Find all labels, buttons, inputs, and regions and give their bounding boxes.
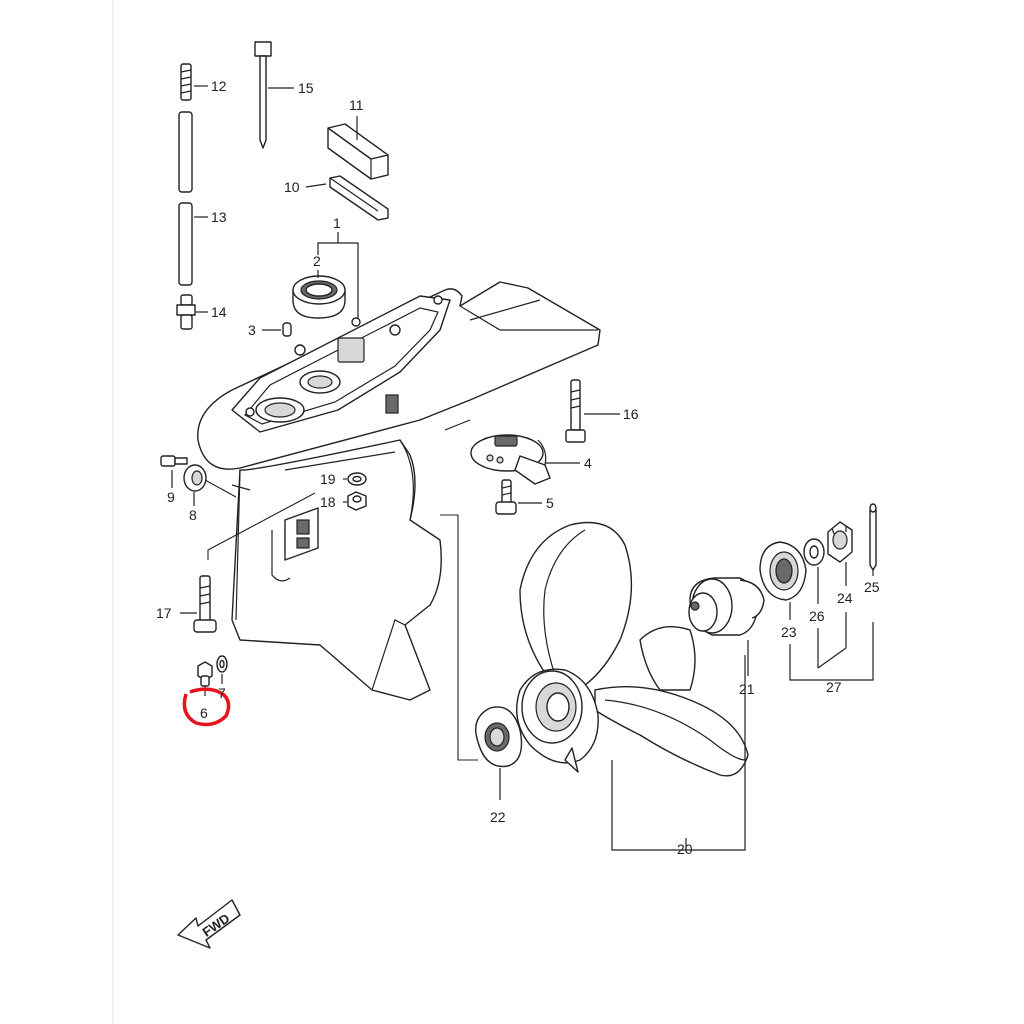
- part-14-fitting: [176, 294, 196, 330]
- part-11-block: [327, 123, 389, 180]
- part-7-washer: [216, 655, 228, 673]
- guide-22: [440, 514, 478, 761]
- part-19-washer: [347, 472, 367, 486]
- part-12-pin: [180, 63, 192, 101]
- callout-18: 18: [320, 494, 336, 510]
- callout-21: 21: [739, 681, 755, 697]
- part-25-cotter-pin: [869, 503, 877, 571]
- part-18-nut: [347, 491, 367, 511]
- part-5-bolt: [495, 479, 517, 515]
- part-17-bolt: [193, 575, 217, 633]
- part-15-rod: [254, 41, 272, 149]
- callout-13: 13: [211, 209, 227, 225]
- gear-case-housing: [197, 281, 601, 701]
- part-24-nut: [827, 521, 853, 563]
- callout-12: 12: [211, 78, 227, 94]
- callout-10: 10: [284, 179, 300, 195]
- guide-17: [207, 492, 316, 560]
- callout-26: 26: [809, 608, 825, 624]
- part-23-spacer: [759, 541, 807, 601]
- callout-6: 6: [200, 705, 208, 721]
- callout-22: 22: [490, 809, 506, 825]
- callout-19: 19: [320, 471, 336, 487]
- guide-16: [444, 419, 471, 431]
- part-20-propeller: [516, 521, 749, 777]
- leader-10: [305, 183, 327, 188]
- part-26-washer: [803, 538, 825, 566]
- callout-2: 2: [313, 253, 321, 269]
- callout-7: 7: [218, 685, 226, 701]
- callout-4: 4: [584, 455, 592, 471]
- callout-11: 11: [349, 97, 364, 113]
- part-22-thrust-washer: [475, 706, 523, 768]
- part-4-trim-tab: [470, 434, 551, 485]
- callout-9: 9: [167, 489, 175, 505]
- callout-27: 27: [826, 679, 842, 695]
- callout-23: 23: [781, 624, 797, 640]
- part-8-grommet: [183, 464, 207, 492]
- part-6-screw: [197, 661, 213, 687]
- leader-27: [789, 622, 874, 681]
- callout-14: 14: [211, 304, 227, 320]
- leader-20: [611, 655, 746, 851]
- part-3-dowel: [282, 322, 292, 337]
- callout-3: 3: [248, 322, 256, 338]
- part-16-bolt: [565, 379, 586, 443]
- callout-1: 1: [333, 215, 341, 231]
- part-10-strip: [329, 175, 389, 221]
- callout-8: 8: [189, 507, 197, 523]
- callout-17: 17: [156, 605, 172, 621]
- guide-8: [204, 479, 237, 498]
- highlight-circle: [182, 687, 231, 727]
- callout-24: 24: [837, 590, 853, 606]
- part-2-bearing: [292, 275, 346, 319]
- callout-20: 20: [677, 841, 693, 857]
- part-21-bushing: [688, 577, 765, 636]
- part-9-bolt: [160, 455, 188, 467]
- fwd-arrow-icon: FWD: [177, 899, 241, 949]
- part-13-tube: [178, 111, 193, 286]
- callout-25: 25: [864, 579, 880, 595]
- callout-15: 15: [298, 80, 314, 96]
- callout-5: 5: [546, 495, 554, 511]
- callout-16: 16: [623, 406, 639, 422]
